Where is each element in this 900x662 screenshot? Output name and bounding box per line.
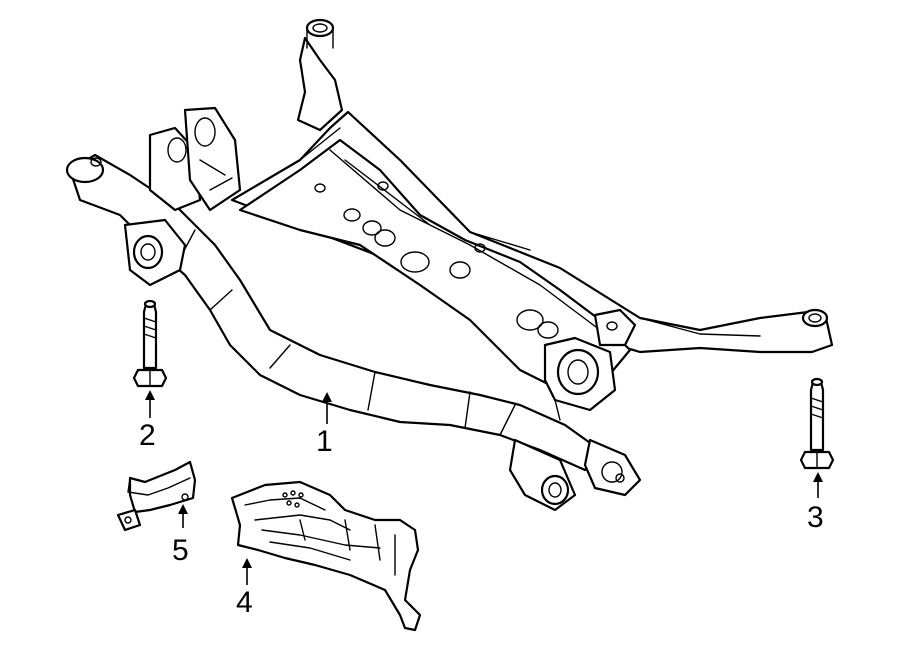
callout-4: 4 — [236, 558, 253, 619]
bolt-part-2[interactable] — [132, 299, 168, 388]
callout-5: 5 — [172, 504, 189, 567]
callout-3: 3 — [807, 472, 824, 534]
callout-4-label: 4 — [236, 586, 253, 619]
shield-part-4[interactable] — [230, 480, 422, 632]
subframe-part[interactable] — [65, 18, 834, 512]
callout-1: 1 — [316, 392, 333, 458]
callout-3-label: 3 — [807, 501, 824, 534]
callout-1-label: 1 — [316, 425, 333, 458]
bracket-part-5[interactable] — [116, 460, 197, 532]
callout-2-label: 2 — [139, 419, 156, 452]
bolt-part-3[interactable] — [799, 377, 835, 470]
callout-2: 2 — [139, 390, 156, 452]
callout-5-label: 5 — [172, 534, 189, 567]
